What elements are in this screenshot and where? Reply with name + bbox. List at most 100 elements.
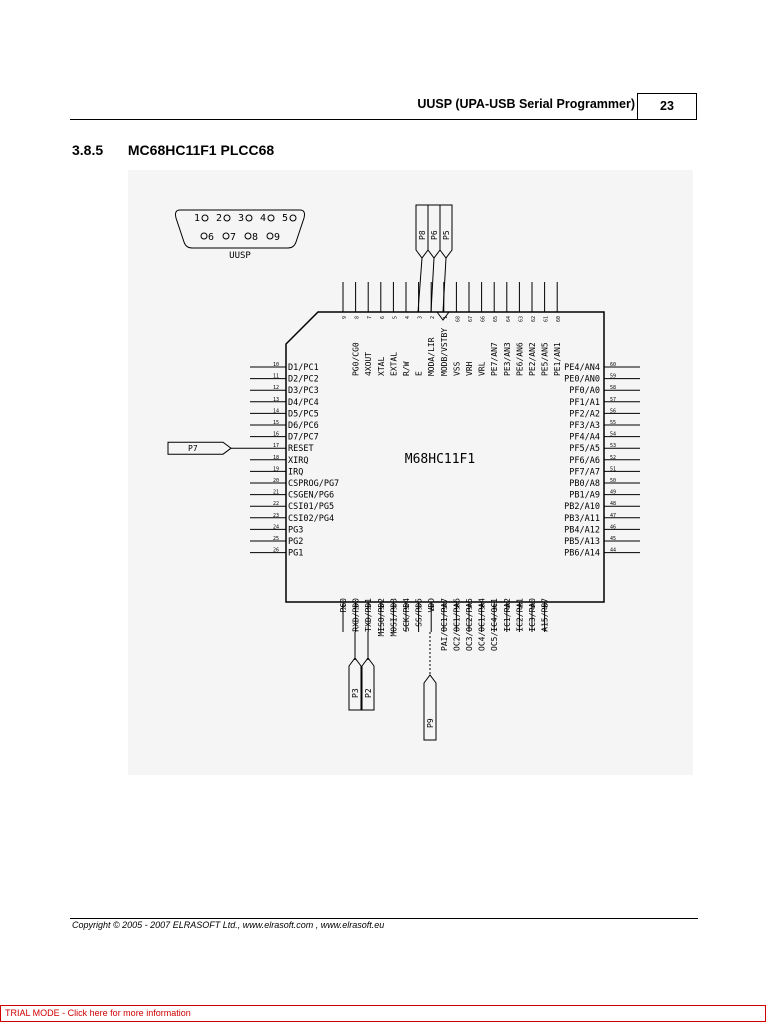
pin-number: 27 <box>342 604 348 610</box>
probe-p6 <box>427 204 441 259</box>
pin-number: 44 <box>610 548 616 554</box>
pin-number: 65 <box>493 316 499 322</box>
probe-p6-label: P6 <box>430 230 439 240</box>
connector-pin-number: 4 <box>260 213 266 224</box>
pin-number: 14 <box>273 408 279 414</box>
pin-number: 64 <box>506 316 512 322</box>
pin-number: 48 <box>610 501 616 507</box>
pin-name: PAI/OC1/PA7 <box>440 598 449 651</box>
pin-name: PE2/AN2 <box>528 342 537 376</box>
pin-name: VSS <box>452 361 461 376</box>
pin-name: PF7/A7 <box>569 467 600 477</box>
pin-name: TXD/PD1 <box>364 598 373 632</box>
probe-p5 <box>439 204 453 259</box>
pin-name: PB0/A8 <box>569 479 600 489</box>
pin-name: SS/PD5 <box>415 598 424 627</box>
connector-pin-number: 8 <box>252 232 258 243</box>
pin-number: 17 <box>273 443 279 449</box>
pin-name: PF5/A5 <box>569 444 600 454</box>
pin-name: E <box>415 371 424 376</box>
pin-number: 54 <box>610 432 616 438</box>
pin-name: PF6/A6 <box>569 456 600 466</box>
pin-number: 49 <box>610 490 616 496</box>
pin-name: A15/PB7 <box>541 598 550 632</box>
pin-name: RESET <box>288 444 314 454</box>
pin-name: PG0 <box>339 598 348 613</box>
pin-number: 53 <box>610 443 616 449</box>
page-number-box: 23 <box>637 93 697 120</box>
pin-number: 33 <box>418 604 424 610</box>
probe-p3-label: P3 <box>351 688 360 698</box>
trial-mode-link[interactable]: TRIAL MODE - Click here for more informa… <box>5 1008 191 1018</box>
connector-pin-number: 9 <box>274 232 280 243</box>
section-heading: 3.8.5 MC68HC11F1 PLCC68 <box>72 142 274 158</box>
pin-name: MOSI/PD3 <box>389 598 398 637</box>
pin-number: 61 <box>544 316 550 322</box>
pin-number: 30 <box>380 604 386 610</box>
pin-name: SCK/PD4 <box>402 598 411 632</box>
pin-number: 56 <box>610 408 616 414</box>
connector-pin-hole <box>267 214 275 222</box>
pin-number: 34 <box>430 604 436 610</box>
pin-number: 59 <box>610 374 616 380</box>
pin-name: 4XOUT <box>364 352 373 376</box>
vss-arrow <box>436 311 450 321</box>
connector-pin-hole <box>289 214 297 222</box>
pin-name: VRL <box>478 361 487 376</box>
pin-number: 25 <box>273 536 279 542</box>
pin-name: EXTAL <box>389 352 398 376</box>
probe-wire <box>430 257 435 313</box>
pin-name: MODA/LIR <box>427 337 436 376</box>
pin-number: 13 <box>273 397 279 403</box>
probe-p3 <box>348 657 362 711</box>
pin-name: PE1/AN1 <box>553 342 562 376</box>
pin-name: PE4/AN4 <box>564 363 600 373</box>
pin-name: PF1/A1 <box>569 398 600 408</box>
pin-number: 8 <box>355 316 361 319</box>
footer-rule <box>70 918 698 919</box>
connector-pin-number: 2 <box>216 213 222 224</box>
pin-number: 2 <box>430 316 436 319</box>
connector-pin-hole <box>201 214 209 222</box>
probe-p9 <box>423 674 437 741</box>
pin-name: PB1/A9 <box>569 491 600 501</box>
pin-number: 46 <box>610 524 616 530</box>
probe-p5-label: P5 <box>442 230 451 240</box>
trial-mode-banner[interactable]: TRIAL MODE - Click here for more informa… <box>0 1005 766 1022</box>
pin-name: D4/PC4 <box>288 398 319 408</box>
pin-number: 45 <box>610 536 616 542</box>
pin-number: 41 <box>518 604 524 610</box>
pin-number: 51 <box>610 466 616 472</box>
probe-wire <box>417 257 423 313</box>
chip-label: M68HC11F1 <box>405 452 475 467</box>
pin-number: 50 <box>610 478 616 484</box>
pin-name: OC4/OC1/PA4 <box>478 598 487 651</box>
pin-number: 52 <box>610 455 616 461</box>
pin-name: D7/PC7 <box>288 433 319 443</box>
connector-pin-number: 3 <box>238 213 244 224</box>
pin-name: OC3/OC2/PA5 <box>465 598 474 651</box>
pin-number: 66 <box>481 316 487 322</box>
probe-p9-label: P9 <box>426 718 435 728</box>
pin-name: IC3/PA0 <box>528 598 537 632</box>
pin-number: 1 <box>443 316 449 319</box>
pin-number: 57 <box>610 397 616 403</box>
pin-name: PG2 <box>288 537 303 547</box>
pin-name: CSGEN/PG6 <box>288 491 334 501</box>
pin-number: 5 <box>392 316 398 319</box>
connector-pin-hole <box>200 232 208 240</box>
pin-number: 31 <box>392 604 398 610</box>
pin-number: 9 <box>342 316 348 319</box>
pin-name: PE5/AN5 <box>541 342 550 376</box>
pin-number: 22 <box>273 501 279 507</box>
pin-number: 40 <box>506 604 512 610</box>
probe-p2-label: P2 <box>364 688 373 698</box>
pin-number: 19 <box>273 466 279 472</box>
pin-name: PG1 <box>288 549 303 559</box>
pin-number: 23 <box>273 513 279 519</box>
pin-number: 29 <box>367 604 373 610</box>
probe-p2 <box>361 657 375 711</box>
pin-name: PG3 <box>288 525 303 535</box>
connector-pin-number: 6 <box>208 232 214 243</box>
page-header-title: UUSP (UPA-USB Serial Programmer) <box>417 97 635 111</box>
